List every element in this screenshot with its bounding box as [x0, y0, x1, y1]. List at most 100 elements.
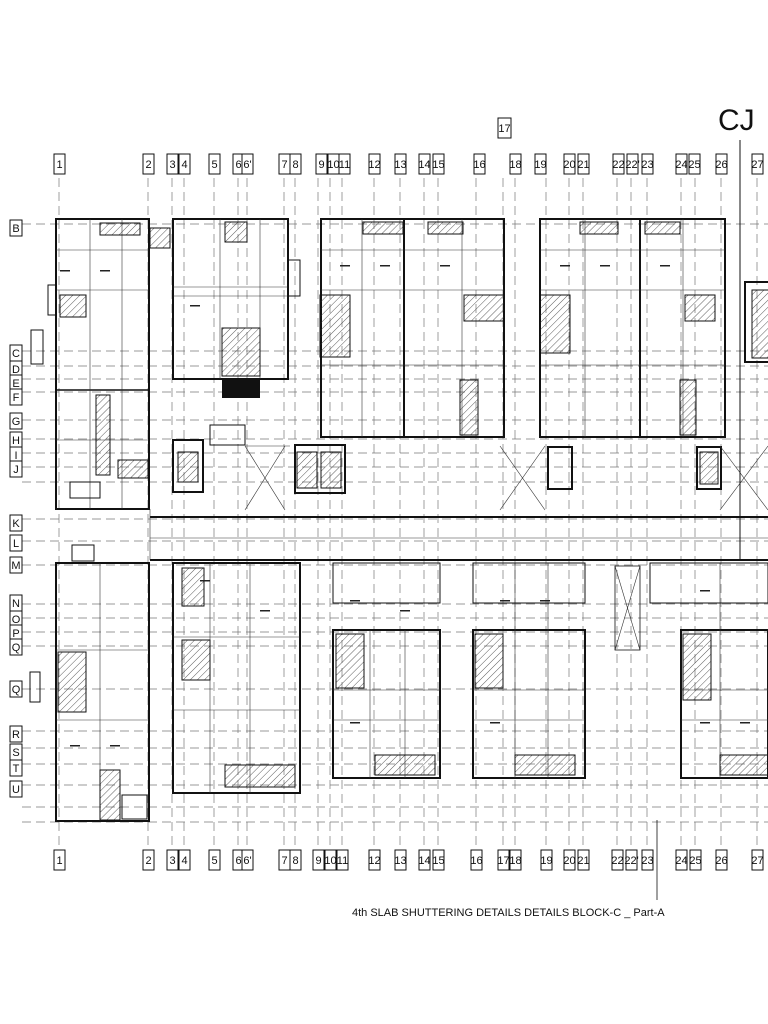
bottom-grid-label: 20 [563, 849, 576, 871]
top-grid-label-text: 14 [418, 159, 430, 171]
bottom-grid-label: 14 [418, 849, 431, 871]
top-grid-label: 1 [53, 153, 66, 175]
bottom-grid-label: 22' [624, 849, 639, 871]
bottom-grid-label: 24 [675, 849, 688, 871]
bottom-grid-label-text: 23 [641, 855, 653, 867]
row-grid-label-text: Q [12, 684, 21, 696]
bottom-grid-label: 21 [577, 849, 590, 871]
bottom-grid-label: 27 [751, 849, 764, 871]
top-grid-label: 16 [473, 153, 486, 175]
top-grid-label-text: 16 [473, 159, 485, 171]
bottom-grid-label-text: 27 [751, 855, 763, 867]
bottom-grid-label: 17 [497, 849, 510, 871]
top-grid-label-text: 19 [534, 159, 546, 171]
corridor-slab [149, 445, 768, 651]
top-grid-label: 24 [675, 153, 688, 175]
top-grid-label-text: 2 [145, 159, 151, 171]
top-grid-label: 26 [715, 153, 728, 175]
bottom-grid-label: 22 [611, 849, 624, 871]
top-grid-label: 25 [688, 153, 701, 175]
top-grid-label: 2 [142, 153, 155, 175]
vertical-grid-lines [58, 178, 758, 848]
bottom-grid-label: 25 [689, 849, 702, 871]
top-grid-label-text: 22' [625, 159, 639, 171]
bottom-grid-label-text: 11 [337, 855, 348, 867]
top-grid-label-text: 1 [56, 159, 62, 171]
top-grid-label-text: 8 [292, 159, 298, 171]
row-grid-label-text: G [12, 416, 21, 428]
row-grid-label: B [9, 219, 23, 237]
top-grid-label: 11 [338, 153, 351, 175]
bottom-grid-label: 4 [178, 849, 191, 871]
row-grid-label: C [9, 344, 23, 362]
bottom-grid-label-text: 25 [689, 855, 701, 867]
lower-unit-3 [332, 562, 441, 779]
top-grid-label: 8 [289, 153, 302, 175]
structural-layout [29, 218, 768, 822]
top-grid-label: 15 [432, 153, 445, 175]
top-grid-label: 22' [625, 153, 640, 175]
bottom-grid-label-text: 4 [181, 855, 187, 867]
top-grid-label-extra-text: 17 [498, 123, 510, 135]
top-grid-label-text: 21 [577, 159, 589, 171]
top-grid-label-text: 20 [563, 159, 575, 171]
row-grid-label: N [9, 594, 23, 612]
bottom-grid-label: 16 [470, 849, 483, 871]
bottom-grid-label: 5 [208, 849, 221, 871]
row-grid-label: F [9, 388, 23, 406]
top-grid-label: 6' [241, 153, 254, 175]
bottom-grid-label: 2 [142, 849, 155, 871]
drawing-title: 4th SLAB SHUTTERING DETAILS DETAILS BLOC… [352, 907, 665, 919]
bottom-grid-label: 26 [715, 849, 728, 871]
top-grid-label-text: 3 [169, 159, 175, 171]
row-grid-label-text: F [13, 392, 20, 404]
row-grid-label: S [9, 743, 23, 761]
upper-unit-2 [172, 218, 301, 493]
top-grid-label: 18 [509, 153, 522, 175]
row-grid-label: R [9, 725, 23, 743]
bottom-grid-label-text: 20 [563, 855, 575, 867]
bottom-grid-label: 6' [241, 849, 254, 871]
upper-unit-1 [30, 218, 171, 510]
row-grid-label: O [9, 610, 23, 628]
row-grid-label-text: L [13, 538, 19, 550]
bottom-grid-label: 18 [509, 849, 522, 871]
top-grid-label-text: 9 [318, 159, 324, 171]
top-grid-label-text: 13 [394, 159, 406, 171]
row-grid-label-text: R [12, 729, 20, 741]
bottom-grid-label: 1 [53, 849, 66, 871]
top-grid-label: 14 [418, 153, 431, 175]
row-grid-label: I [9, 446, 23, 464]
top-grid-label: 9 [315, 153, 328, 175]
lower-unit-1 [29, 544, 150, 822]
bottom-grid-label-text: 21 [577, 855, 589, 867]
row-grid-label: Q [9, 638, 23, 656]
top-grid-label-text: 6' [243, 159, 251, 171]
bottom-grid-label-text: 8 [292, 855, 298, 867]
top-grid-label-text: 7 [281, 159, 287, 171]
bottom-grid-label-text: 9 [315, 855, 321, 867]
bottom-grid-label: 7 [278, 849, 291, 871]
top-grid-label-text: 26 [715, 159, 727, 171]
row-grid-label-text: M [11, 560, 20, 572]
row-grid-label-text: P [12, 628, 19, 640]
bottom-grid-label: 15 [432, 849, 445, 871]
bottom-grid-label-text: 6' [243, 855, 251, 867]
bottom-grid-label-text: 18 [509, 855, 521, 867]
top-grid-label: 21 [577, 153, 590, 175]
row-grid-label-text: K [12, 518, 20, 530]
bottom-grid-label-text: 16 [470, 855, 482, 867]
bottom-grid-label: 9 [312, 849, 325, 871]
horizontal-grid-lines [22, 223, 768, 823]
bottom-grid-label-text: 3 [169, 855, 175, 867]
top-grid-label-text: 12 [368, 159, 380, 171]
row-grid-label-text: N [12, 598, 20, 610]
row-grid-label-text: E [12, 378, 19, 390]
top-grid-label: 19 [534, 153, 547, 175]
top-grid-label-text: 25 [688, 159, 700, 171]
upper-unit-4 [539, 218, 768, 490]
bottom-grid-label-text: 10 [324, 855, 336, 867]
